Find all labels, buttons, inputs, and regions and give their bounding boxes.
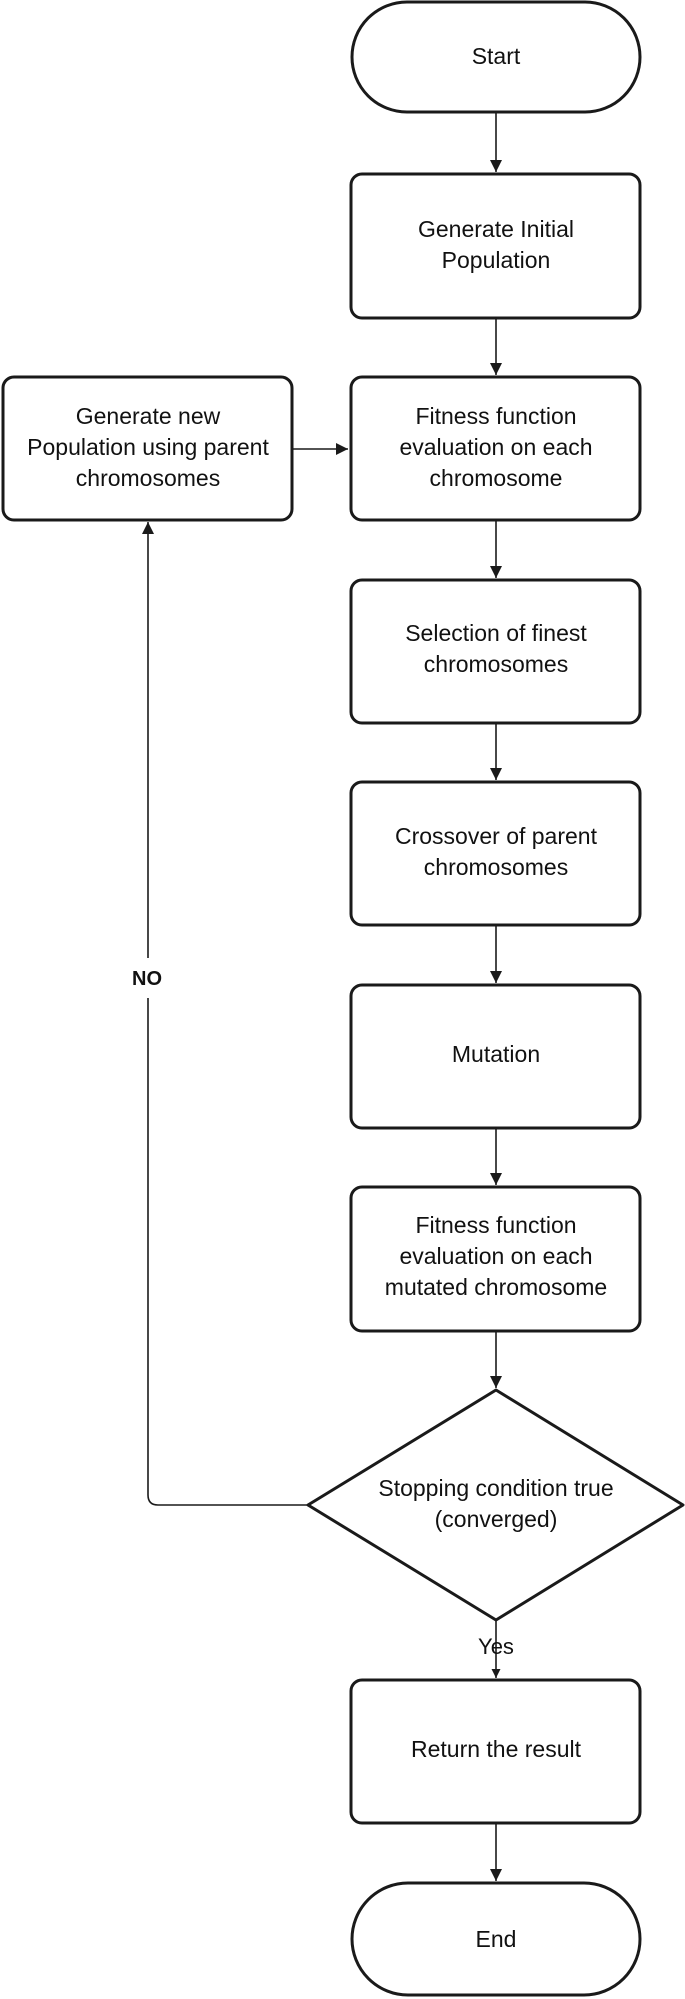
generate-initial-line-2: Population xyxy=(442,247,551,273)
decision-stopping-condition: Stopping condition true (converged) xyxy=(306,1388,685,1622)
generate-new-line-1: Generate new xyxy=(76,403,221,429)
crossover-line-1: Crossover of parent xyxy=(395,823,598,849)
crossover-line-2: chromosomes xyxy=(424,854,568,880)
process-generate-initial-population: Generate Initial Population xyxy=(349,172,642,320)
fitness-mutated-line-2: evaluation on each xyxy=(399,1243,592,1269)
end-terminal: End xyxy=(350,1881,642,1997)
process-fitness-mutated: Fitness function evaluation on each muta… xyxy=(349,1185,642,1333)
fitness-mutated-line-1: Fitness function xyxy=(415,1212,576,1238)
fitness-mutated-line-3: mutated chromosome xyxy=(385,1274,607,1300)
return-result-label: Return the result xyxy=(411,1736,582,1762)
process-selection: Selection of finest chromosomes xyxy=(349,578,642,725)
fitness-eval-line-1: Fitness function xyxy=(415,403,576,429)
edge-stopping-no-to-generate-new xyxy=(148,522,308,1506)
stopping-line-1: Stopping condition true xyxy=(378,1475,613,1501)
fitness-eval-line-3: chromosome xyxy=(430,465,563,491)
end-label: End xyxy=(476,1926,517,1952)
process-mutation: Mutation xyxy=(349,983,642,1130)
process-return-result: Return the result xyxy=(349,1678,642,1825)
mutation-label: Mutation xyxy=(452,1041,540,1067)
generate-new-line-3: chromosomes xyxy=(76,465,220,491)
process-crossover: Crossover of parent chromosomes xyxy=(349,780,642,927)
selection-line-1: Selection of finest xyxy=(405,620,587,646)
stopping-line-2: (converged) xyxy=(435,1506,558,1532)
generate-new-line-2: Population using parent xyxy=(27,434,269,460)
start-label: Start xyxy=(472,43,521,69)
fitness-eval-line-2: evaluation on each xyxy=(399,434,592,460)
generate-initial-line-1: Generate Initial xyxy=(418,216,574,242)
selection-line-2: chromosomes xyxy=(424,651,568,677)
edge-label-yes: Yes xyxy=(478,1634,514,1659)
process-fitness-evaluation: Fitness function evaluation on each chro… xyxy=(349,375,642,522)
process-generate-new-population: Generate new Population using parent chr… xyxy=(1,375,294,522)
edge-label-no: NO xyxy=(132,968,162,990)
start-terminal: Start xyxy=(350,0,642,114)
